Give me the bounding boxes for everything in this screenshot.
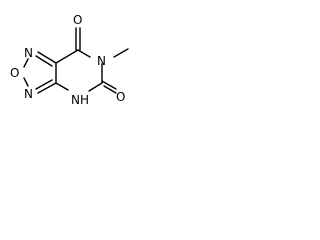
bond-n3-c3a-inner <box>35 79 53 90</box>
bond-c5-n4 <box>88 82 103 92</box>
atom-label-o2: O <box>10 66 19 80</box>
bond-n6-methyl <box>113 48 129 58</box>
bond-layer <box>23 27 129 94</box>
atom-label-n3: N <box>24 87 33 101</box>
chemical-structure: N O N O N O NH <box>10 13 129 107</box>
bond-n1-o2 <box>23 58 29 68</box>
bond-n1-c7a <box>37 51 57 64</box>
bond-c7a-c7 <box>55 49 79 64</box>
bond-n4-c3a <box>55 82 69 91</box>
bond-c5-o-right-double <box>103 85 117 94</box>
bond-c5-o-right <box>101 80 117 90</box>
bond-n1-c7a-inner <box>35 55 53 67</box>
atom-label-nh: NH <box>71 93 89 107</box>
atom-label-o-right: O <box>116 90 125 104</box>
bond-n3-c3a <box>37 82 57 94</box>
atom-label-n6: N <box>97 54 106 68</box>
atom-label-o-top: O <box>73 13 82 27</box>
bond-c7-n6 <box>77 49 91 58</box>
atom-label-n1: N <box>24 46 33 60</box>
bond-o2-n3 <box>23 77 29 87</box>
